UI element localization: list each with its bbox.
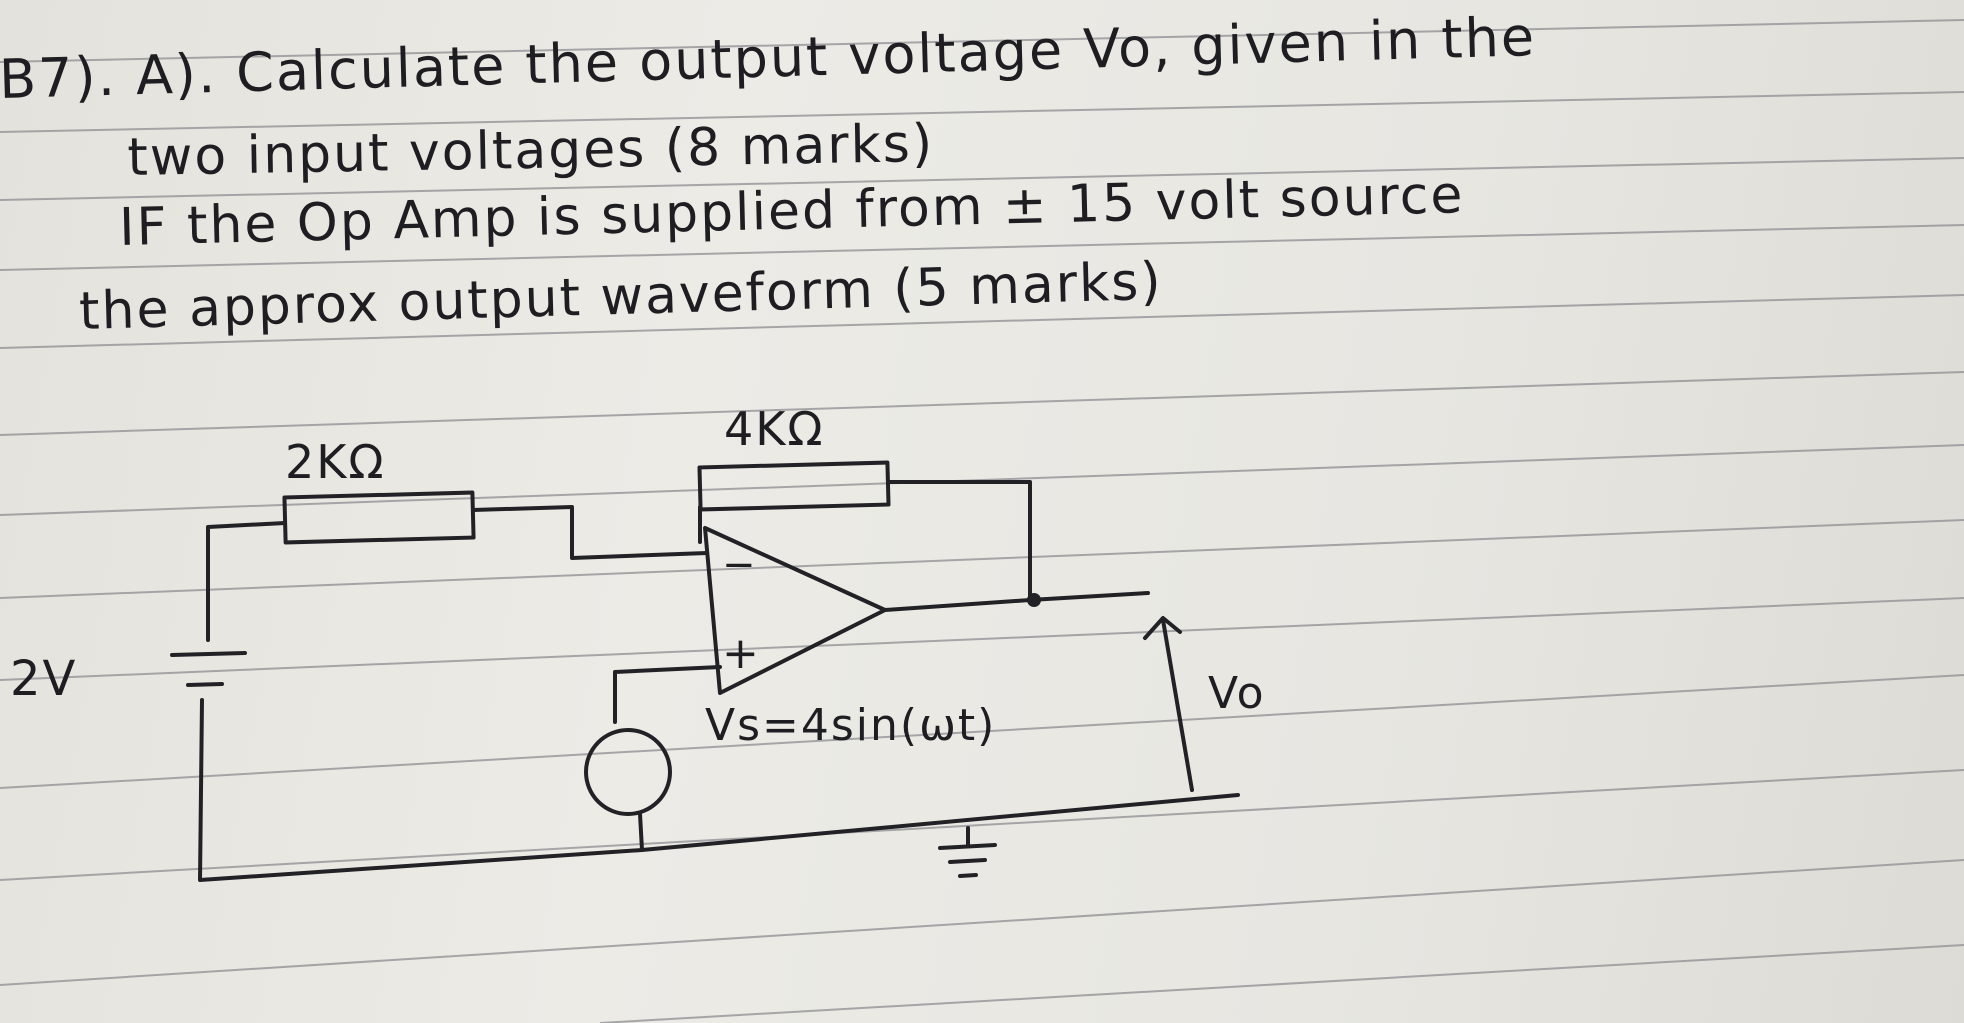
rule-line xyxy=(0,769,1964,881)
noninverting-input-sign: + xyxy=(722,628,761,679)
rule-line xyxy=(0,519,1964,599)
wire-source-to-ground xyxy=(638,812,644,852)
dc-battery-symbol xyxy=(170,651,247,687)
wire-feedback-to-output xyxy=(886,480,1032,600)
rule-line xyxy=(0,157,1964,201)
rule-line xyxy=(0,371,1964,436)
dc-source-label: 2V xyxy=(10,651,77,707)
input-resistor xyxy=(282,490,476,545)
wire-output xyxy=(883,591,1150,612)
rule-line xyxy=(0,597,1964,681)
rule-line xyxy=(0,224,1964,271)
input-resistor-label: 2KΩ xyxy=(285,435,386,489)
rule-line xyxy=(0,674,1964,789)
rule-line xyxy=(0,91,1964,133)
ac-voltage-source xyxy=(584,728,672,816)
ground-symbol xyxy=(938,826,997,878)
wire-left-bottom xyxy=(198,698,1240,882)
wire-left-top xyxy=(206,521,287,642)
wire-resistor-to-node xyxy=(471,505,709,560)
wire-noninverting-to-source xyxy=(613,665,722,724)
rule-line xyxy=(0,294,1964,349)
op-amp-symbol xyxy=(703,526,887,695)
rule-line xyxy=(599,944,1964,1023)
inverting-input-sign: − xyxy=(722,542,758,588)
rule-line xyxy=(0,19,1964,63)
output-voltage-arrow xyxy=(1143,616,1194,792)
ac-source-label: Vs=4sin(ωt) xyxy=(705,700,996,751)
rule-line xyxy=(0,859,1964,986)
output-node xyxy=(1027,593,1041,607)
feedback-resistor xyxy=(697,460,891,512)
output-voltage-label: Vo xyxy=(1208,668,1266,719)
feedback-resistor-label: 4KΩ xyxy=(724,402,825,456)
